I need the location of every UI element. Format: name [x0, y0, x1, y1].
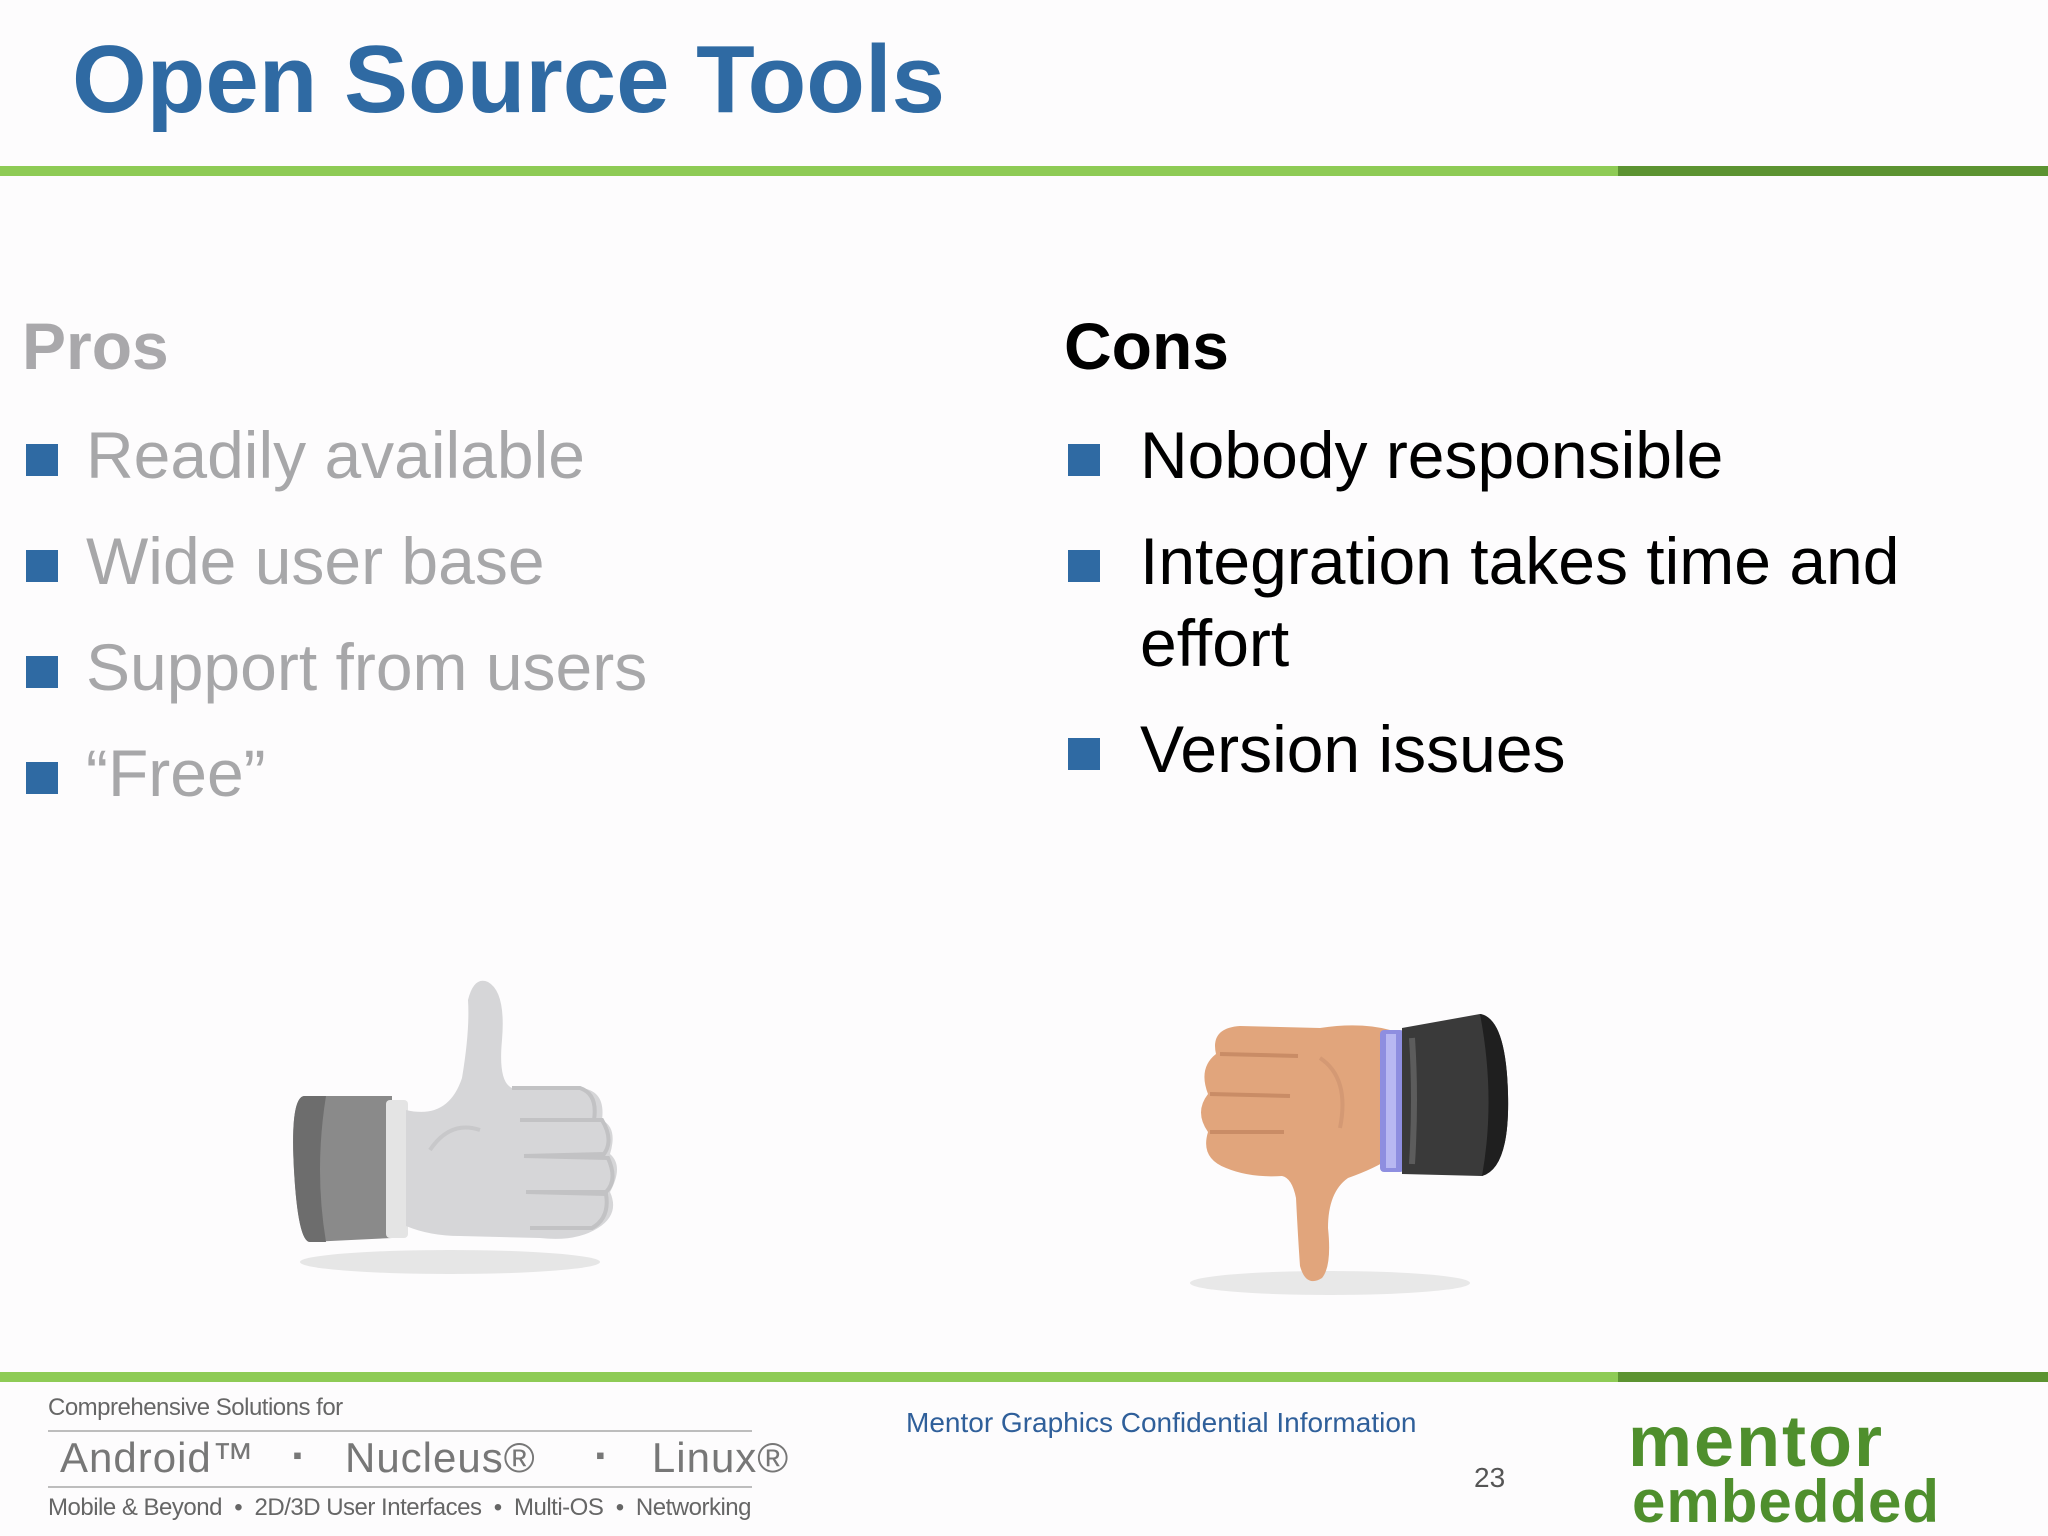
thumbs-down-icon: [1190, 1014, 1509, 1295]
footer-tagline: Comprehensive Solutions for: [48, 1394, 343, 1421]
bullet-square-icon: [1068, 444, 1100, 476]
product-android: Android™: [60, 1434, 255, 1481]
bullet-square-icon: [1068, 738, 1100, 770]
product-nucleus: Nucleus®: [344, 1434, 536, 1481]
bullet-square-icon: [26, 656, 58, 688]
product-linux: Linux®: [651, 1434, 790, 1481]
list-item: Support from users: [26, 626, 926, 708]
list-item: Integration takes time and effort: [1068, 520, 2008, 684]
cons-list: Nobody responsible Integration takes tim…: [1068, 414, 2008, 814]
bullet-square-icon: [1068, 550, 1100, 582]
list-item: Version issues: [1068, 708, 2008, 790]
svg-text:embedded: embedded: [1632, 1468, 1940, 1528]
list-item: Readily available: [26, 414, 926, 496]
footer-subline: Mobile & Beyond • 2D/3D User Interfaces …: [48, 1494, 751, 1521]
slide-title: Open Source Tools: [72, 26, 945, 133]
bullet-square-icon: [26, 762, 58, 794]
product-separator: ▪: [292, 1440, 303, 1470]
page-number: 23: [1474, 1462, 1506, 1493]
footer-line-top: [48, 1430, 752, 1432]
footer-divider: [0, 1372, 2048, 1382]
list-item: Nobody responsible: [1068, 414, 2008, 496]
svg-text:mentor: mentor: [1628, 1408, 1884, 1482]
header-divider: [0, 166, 2048, 176]
list-item: “Free”: [26, 732, 926, 814]
confidential-notice: Mentor Graphics Confidential Information: [906, 1407, 1417, 1438]
pros-list: Readily available Wide user base Support…: [26, 414, 926, 838]
mentor-embedded-logo: mentor embedded: [1628, 1408, 1940, 1528]
cons-heading: Cons: [1064, 309, 1229, 383]
product-separator: ▪: [595, 1440, 606, 1470]
pros-heading: Pros: [22, 309, 169, 383]
bullet-square-icon: [26, 444, 58, 476]
footer-products: Android™ ▪ Nucleus® ▪ Linux®: [60, 1434, 789, 1482]
thumbs-up-icon: [293, 980, 617, 1274]
list-item: Wide user base: [26, 520, 926, 602]
bullet-square-icon: [26, 550, 58, 582]
footer-line-bottom: [48, 1486, 752, 1488]
